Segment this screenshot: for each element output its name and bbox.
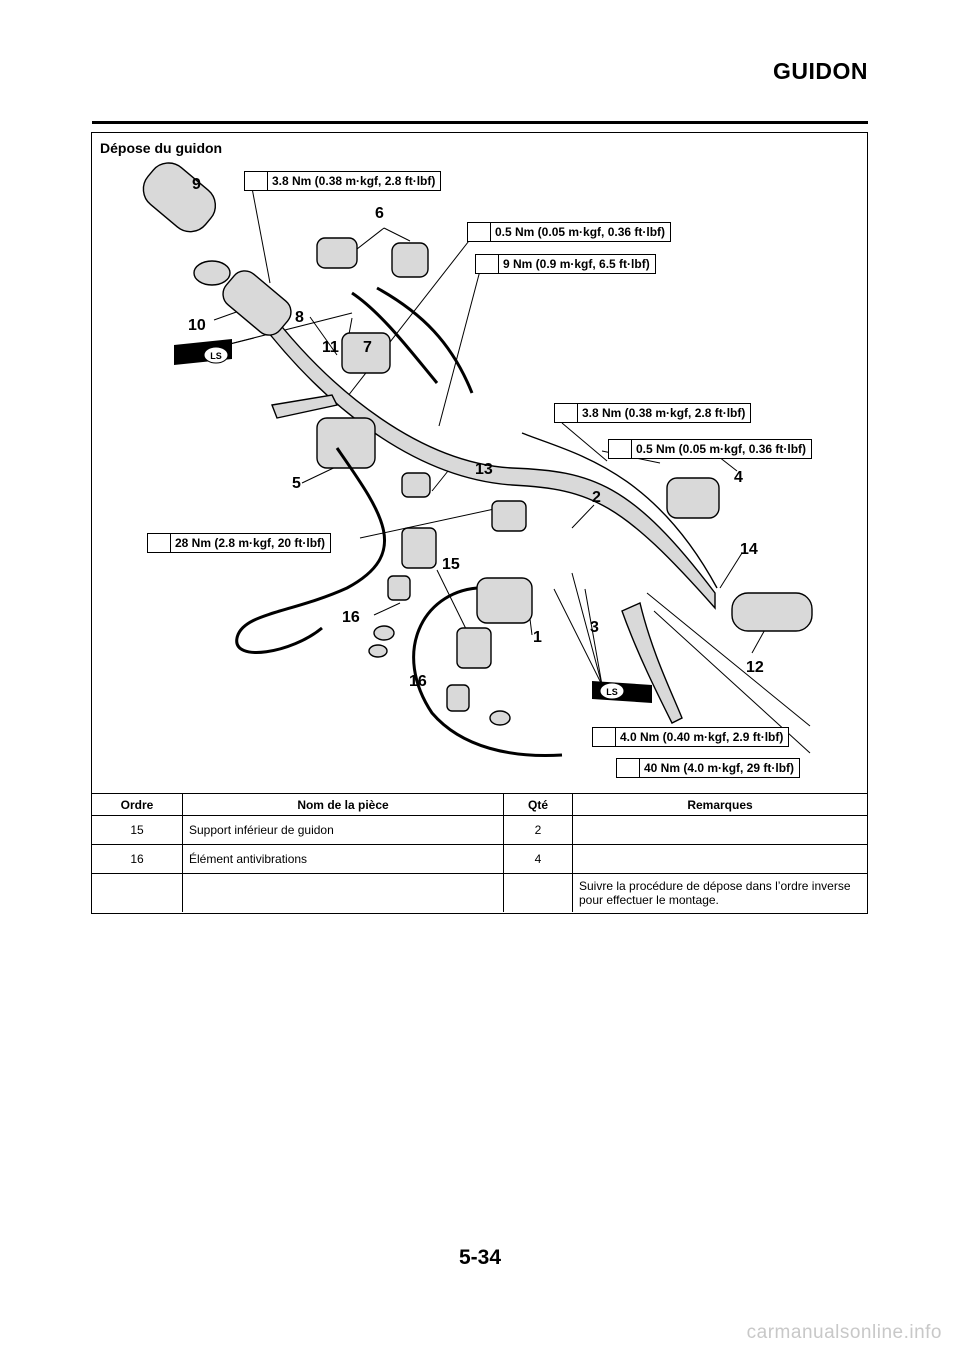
torque-wrench-icon — [555, 404, 578, 422]
callout-number: 2 — [592, 489, 601, 506]
callout-number: 14 — [740, 541, 758, 558]
callout-number: 6 — [375, 205, 384, 222]
table-cell: Suivre la procédure de dépose dans l’ord… — [572, 873, 867, 912]
callout-number: 16 — [409, 673, 427, 690]
torque-value: 28 Nm (2.8 m·kgf, 20 ft·lbf) — [175, 536, 326, 550]
page-number: 5-34 — [458, 1246, 502, 1269]
torque-value: 0.5 Nm (0.05 m·kgf, 0.36 ft·lbf) — [636, 442, 807, 456]
torque-value: 0.5 Nm (0.05 m·kgf, 0.36 ft·lbf) — [495, 225, 666, 239]
torque-wrench-icon — [617, 759, 640, 777]
table-row: 16 Élément antivibrations 4 — [92, 844, 867, 874]
table-cell — [182, 873, 504, 912]
table-cell: 4 — [503, 844, 573, 874]
torque-wrench-icon — [245, 172, 268, 190]
column-header: Remarques — [572, 793, 867, 816]
column-header: Ordre — [92, 793, 183, 816]
callout-number: 10 — [188, 317, 206, 334]
callout-number: 7 — [363, 339, 372, 356]
watermark: carmanualsonline.info — [746, 1322, 942, 1343]
table-row: Suivre la procédure de dépose dans l’ord… — [92, 873, 867, 913]
callout-number: 1 — [533, 629, 542, 646]
table-cell — [503, 873, 573, 912]
table-row: 15 Support inférieur de guidon 2 — [92, 815, 867, 845]
callout-number: 15 — [442, 556, 460, 573]
column-header: Qté — [503, 793, 573, 816]
callout-number: 9 — [192, 176, 201, 193]
torque-spec-box: 0.5 Nm (0.05 m·kgf, 0.36 ft·lbf) — [467, 222, 672, 242]
table-cell: 2 — [503, 815, 573, 845]
callout-number: 11 — [322, 339, 339, 356]
torque-wrench-icon — [609, 440, 632, 458]
section-title: Dépose du guidon — [100, 140, 223, 156]
table-cell — [572, 844, 867, 874]
torque-wrench-icon — [476, 255, 499, 273]
table-cell: Élément antivibrations — [182, 844, 504, 874]
torque-wrench-icon — [468, 223, 491, 241]
ls-label: LS — [210, 351, 222, 361]
ls-label: LS — [606, 687, 618, 697]
column-header: Nom de la pièce — [182, 793, 504, 816]
table-cell: 16 — [92, 844, 183, 874]
callout-number: 8 — [295, 309, 304, 326]
torque-value: 3.8 Nm (0.38 m·kgf, 2.8 ft·lbf) — [582, 406, 746, 420]
title-rule — [92, 121, 868, 124]
table-cell — [572, 815, 867, 845]
callout-number: 13 — [475, 461, 493, 478]
torque-wrench-icon — [593, 728, 616, 746]
torque-spec-box: 3.8 Nm (0.38 m·kgf, 2.8 ft·lbf) — [554, 403, 752, 423]
handlebar-exploded-diagram: LS LS — [142, 162, 813, 757]
callout-number: 16 — [342, 609, 360, 626]
torque-value: 40 Nm (4.0 m·kgf, 29 ft·lbf) — [644, 761, 795, 775]
torque-spec-box: 4.0 Nm (0.40 m·kgf, 2.9 ft·lbf) — [592, 727, 790, 747]
torque-value: 4.0 Nm (0.40 m·kgf, 2.9 ft·lbf) — [620, 730, 784, 744]
torque-spec-box: 9 Nm (0.9 m·kgf, 6.5 ft·lbf) — [475, 254, 656, 274]
diagram-frame: Dépose du guidon — [91, 132, 868, 914]
torque-spec-box: 3.8 Nm (0.38 m·kgf, 2.8 ft·lbf) — [244, 171, 442, 191]
callout-number: 4 — [734, 469, 743, 486]
parts-table: Ordre Nom de la pièce Qté Remarques 15 S… — [92, 793, 867, 912]
torque-spec-box: 0.5 Nm (0.05 m·kgf, 0.36 ft·lbf) — [608, 439, 813, 459]
table-cell: Support inférieur de guidon — [182, 815, 504, 845]
torque-spec-box: 28 Nm (2.8 m·kgf, 20 ft·lbf) — [147, 533, 332, 553]
callout-number: 3 — [590, 619, 599, 636]
torque-value: 9 Nm (0.9 m·kgf, 6.5 ft·lbf) — [503, 257, 650, 271]
torque-wrench-icon — [148, 534, 171, 552]
torque-value: 3.8 Nm (0.38 m·kgf, 2.8 ft·lbf) — [272, 174, 436, 188]
callout-number: 12 — [746, 659, 764, 676]
table-cell — [92, 874, 183, 913]
callout-number: 5 — [292, 475, 301, 492]
page-title: GUIDON — [773, 58, 868, 84]
table-cell: 15 — [92, 815, 183, 845]
table-header-row: Ordre Nom de la pièce Qté Remarques — [92, 793, 867, 816]
torque-spec-box: 40 Nm (4.0 m·kgf, 29 ft·lbf) — [616, 758, 801, 778]
